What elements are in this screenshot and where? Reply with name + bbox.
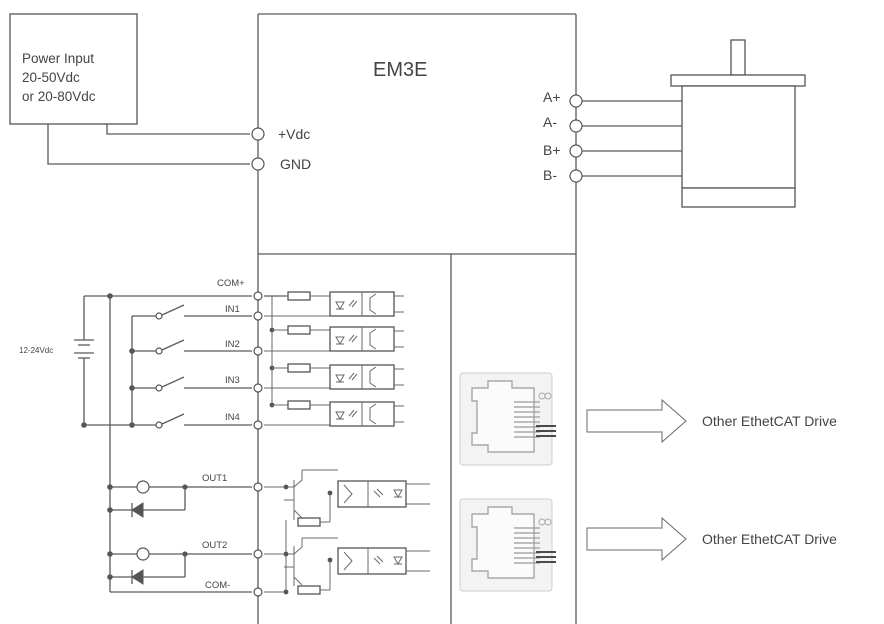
out1-label: OUT1	[202, 473, 227, 484]
a-minus-label: A-	[543, 114, 557, 130]
input-switches: IN1 IN2 IN3 IN4	[81, 304, 263, 430]
b-plus-label: B+	[543, 142, 561, 158]
in3-label: IN3	[225, 375, 240, 386]
output-out1: OUT1	[107, 473, 263, 518]
stepper-motor-icon	[670, 39, 806, 208]
in4-label: IN4	[225, 412, 240, 423]
com-minus-label: COM-	[205, 580, 230, 591]
com-minus-bus: COM-	[110, 580, 263, 597]
a-plus-label: A+	[543, 89, 561, 105]
output-circuits: OUT1 OUT2 COM-	[107, 473, 263, 597]
supply-voltage-label: 12-24Vdc	[19, 346, 53, 355]
com-plus-bus: COM+	[84, 278, 263, 592]
output-out2: OUT2	[107, 540, 263, 585]
power-input-block: Power Input 20-50Vdc or 20-80Vdc	[9, 13, 250, 165]
ethercat-port-1-icon	[459, 372, 556, 466]
input-switch-in1: IN1	[132, 304, 263, 321]
power-input-label: Power Input	[22, 51, 94, 66]
in2-label: IN2	[225, 339, 240, 350]
b-plus-terminal	[569, 144, 583, 158]
out2-load-icon	[136, 547, 150, 561]
driver-model-title: EM3E	[373, 59, 427, 81]
input-switch-in4: IN4	[132, 412, 263, 430]
input-switch-in2: IN2	[129, 339, 263, 356]
power-voltage-range-1: 20-50Vdc	[22, 70, 80, 85]
ethercat-arrow-2-label: Other EthetCAT Drive	[702, 531, 837, 547]
driver-outline: EM3E	[257, 13, 577, 624]
power-terminals: +Vdc GND	[251, 126, 311, 172]
vdc-terminal	[251, 127, 265, 141]
input-supply-battery: 12-24Vdc	[19, 296, 94, 425]
vdc-label: +Vdc	[278, 126, 310, 142]
power-voltage-range-2: or 20-80Vdc	[22, 89, 96, 104]
b-minus-label: B-	[543, 167, 557, 183]
a-minus-terminal	[569, 119, 583, 133]
ethercat-arrow-2: Other EthetCAT Drive	[586, 516, 837, 562]
in1-label: IN1	[225, 304, 240, 315]
gnd-terminal	[251, 157, 265, 171]
input-optocouplers	[264, 291, 404, 427]
gnd-label: GND	[280, 156, 311, 172]
output-optocouplers	[264, 469, 430, 595]
com-plus-label: COM+	[217, 278, 245, 289]
out1-load-icon	[136, 480, 150, 494]
input-switch-in3: IN3	[129, 375, 263, 393]
out2-label: OUT2	[202, 540, 227, 551]
ethercat-arrow-1: Other EthetCAT Drive	[586, 398, 837, 444]
a-plus-terminal	[569, 94, 583, 108]
ethercat-port-2-icon	[459, 498, 556, 592]
ethercat-arrow-1-label: Other EthetCAT Drive	[702, 413, 837, 429]
motor-terminals: A+ A- B+ B-	[543, 89, 682, 183]
b-minus-terminal	[569, 169, 583, 183]
